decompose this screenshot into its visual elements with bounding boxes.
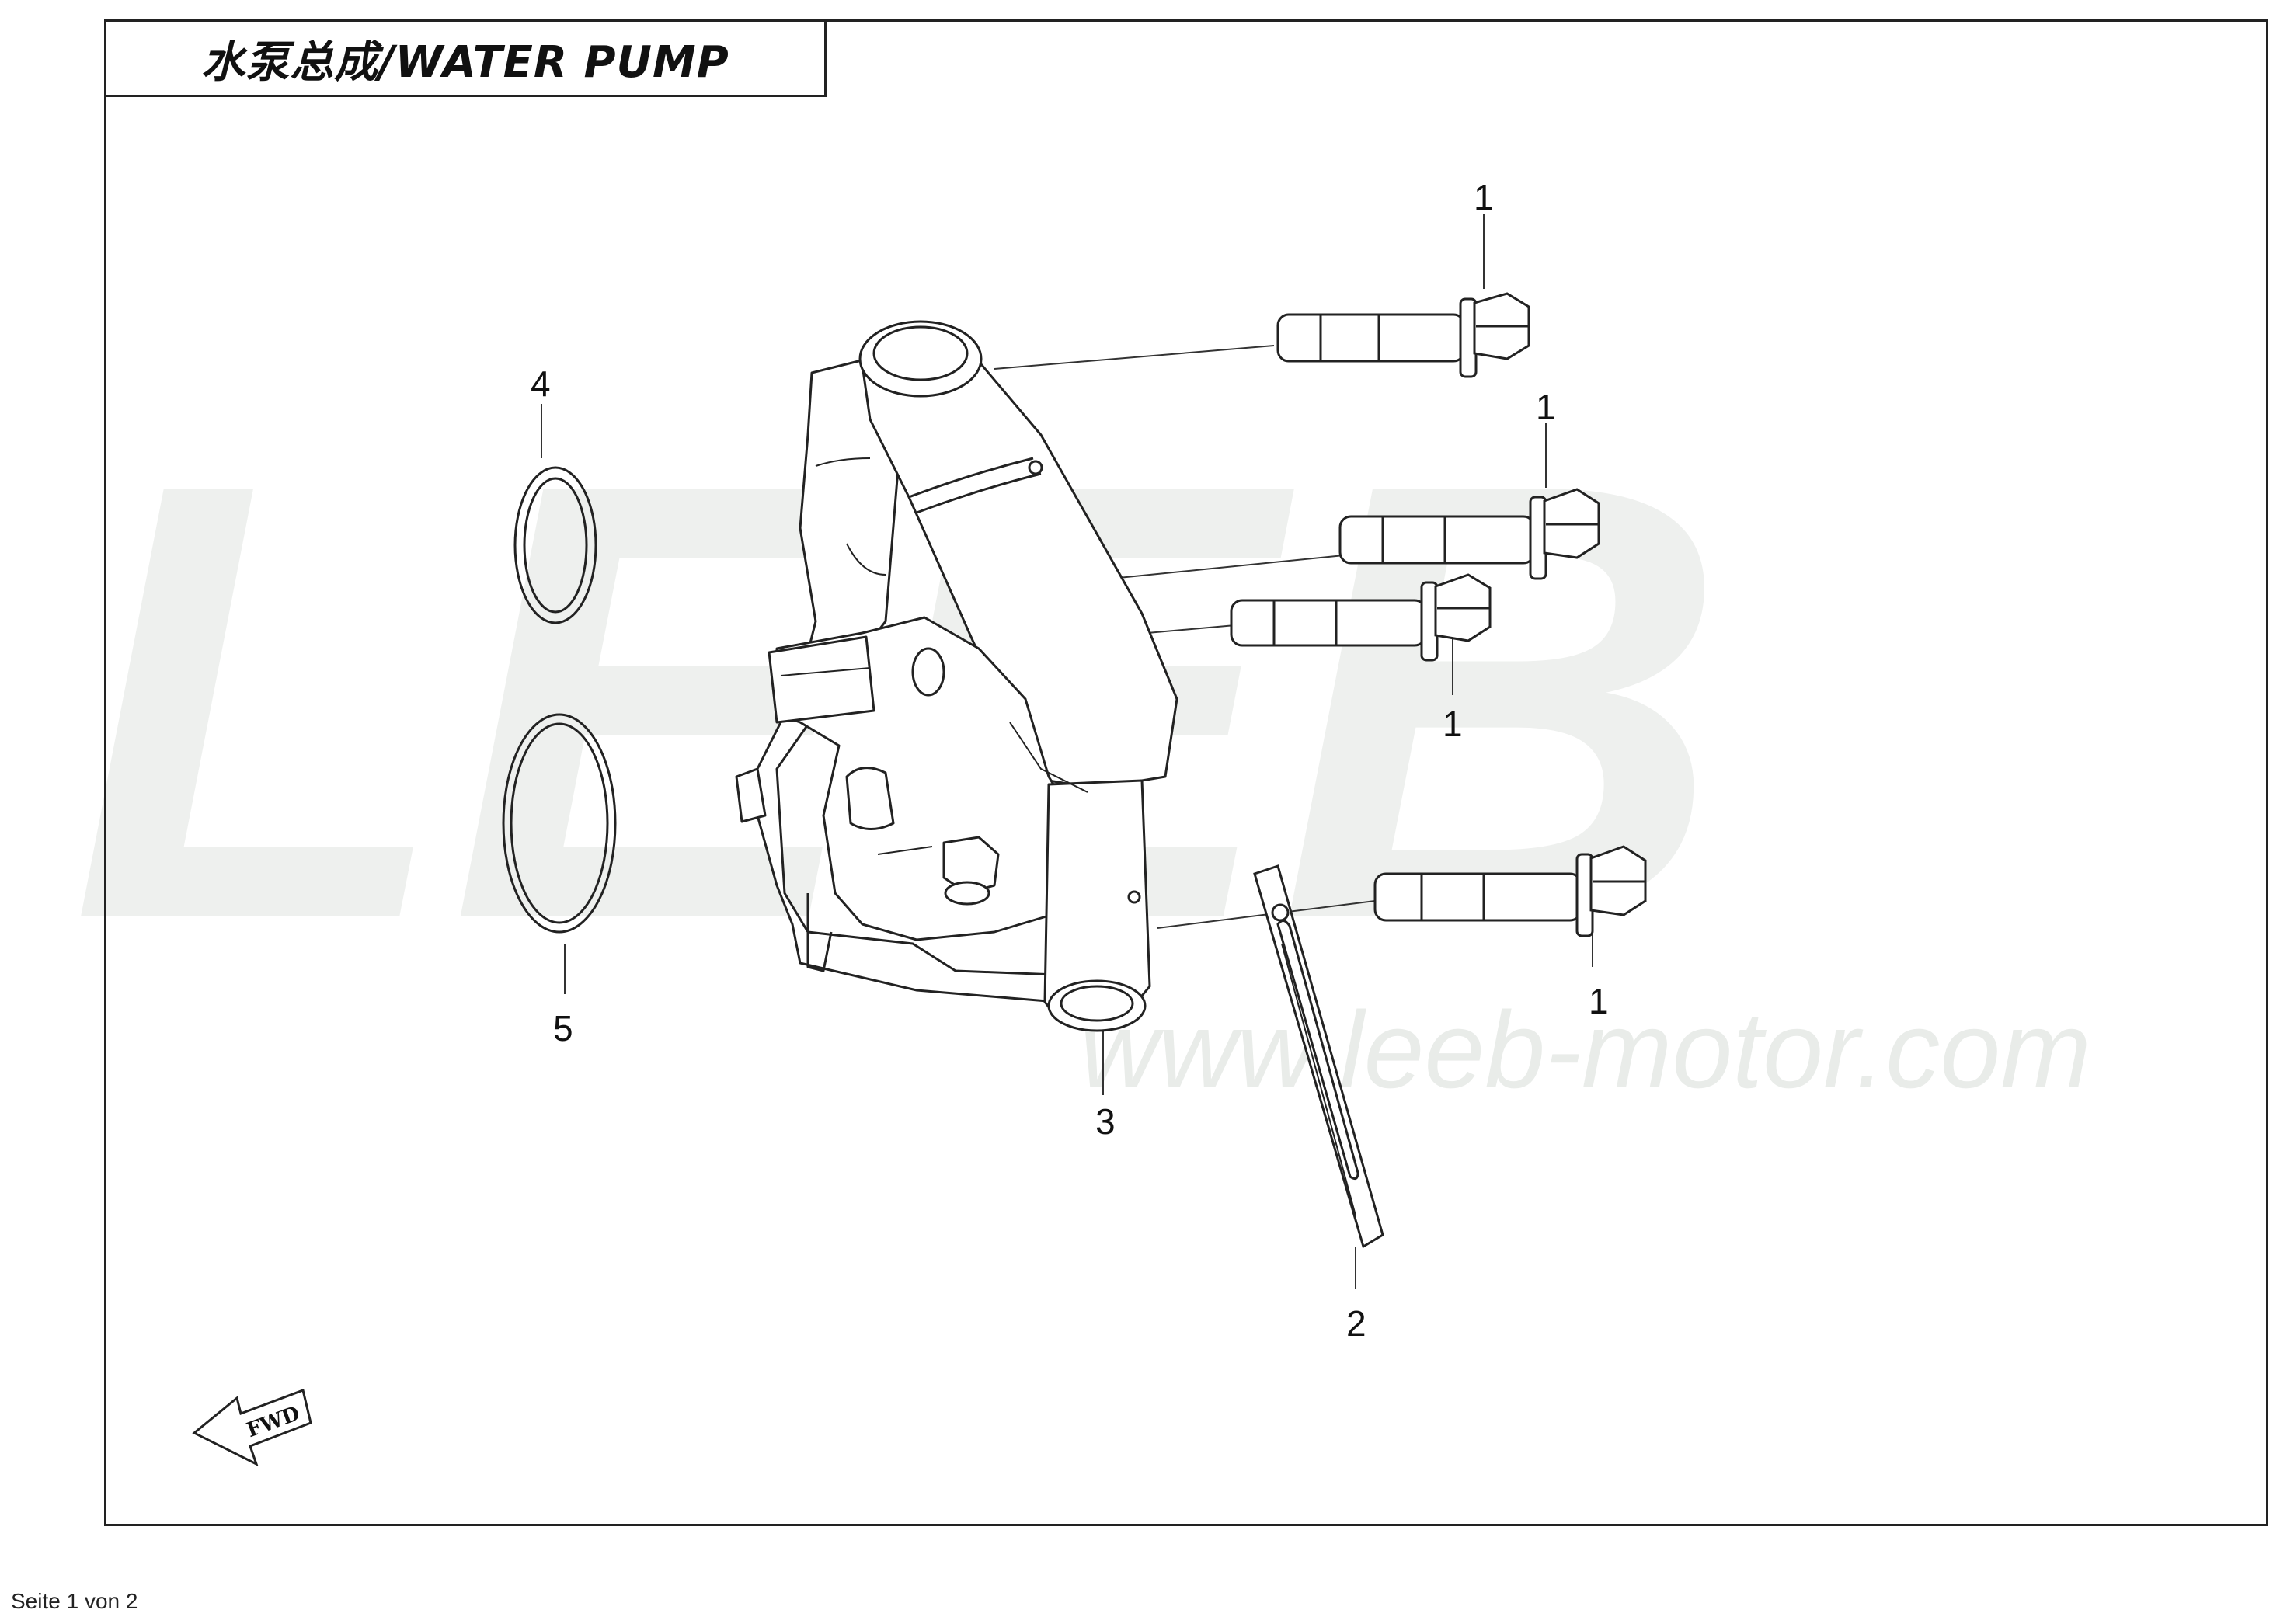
o-ring-4 [513,466,597,624]
callout-o-ring-4: 4 [531,363,551,404]
diagram-title: 水泵总成/WATER PUMP [201,37,729,88]
bolt-1c [1230,573,1492,662]
bolt-1a [1276,292,1530,378]
drawing-frame [104,19,2268,1526]
callout-bolt-1a: 1 [1474,177,1494,217]
alignment-lines [541,214,1593,1289]
bolt-group [1230,292,1647,937]
plate-part-2 [1253,864,1384,1249]
callout-bolt-1d: 1 [1589,981,1609,1021]
title-block: 水泵总成/WATER PUMP [104,19,827,97]
o-ring-group [502,466,617,934]
callout-bolt-1b: 1 [1536,387,1556,427]
watermark-url: www.leeb-motor.com [1080,989,2091,1111]
fwd-arrow: FWD [192,1388,312,1466]
callout-labels: 1 1 1 1 2 3 4 5 [531,177,1609,1344]
callout-bolt-1c: 1 [1443,704,1463,744]
o-ring-5 [502,713,617,934]
callout-o-ring-5: 5 [553,1008,573,1048]
water-pump-housing [735,320,1178,1032]
bolt-1b [1338,488,1600,580]
bolt-1d [1373,845,1647,937]
page-footer: Seite 1 von 2 [11,1589,138,1613]
callout-plate-2: 2 [1346,1303,1366,1344]
callout-pipe-3: 3 [1095,1101,1116,1142]
o-ring-4-inner [523,477,588,614]
o-ring-5-inner [510,722,609,924]
